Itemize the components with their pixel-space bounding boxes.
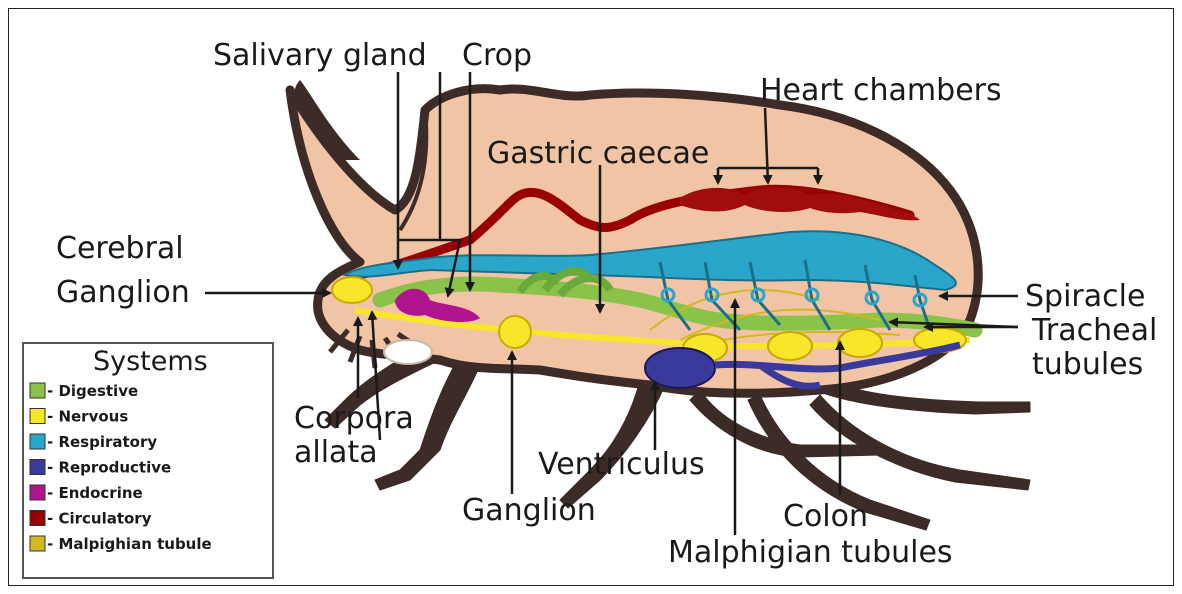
label-allata: allata: [294, 435, 378, 470]
label-cerebral: Cerebral: [56, 231, 184, 266]
legend-item-label: - Endocrine: [47, 484, 143, 502]
legend-item-label: - Digestive: [47, 382, 138, 400]
legend-title: Systems: [93, 346, 208, 377]
legend-swatch: [30, 434, 45, 449]
label-colon: Colon: [783, 499, 868, 534]
middle-leg: [560, 380, 665, 508]
legend-swatch: [30, 511, 45, 526]
label-heart-chambers: Heart chambers: [760, 73, 1002, 108]
label-corpora: Corpora: [294, 401, 414, 436]
label-malphigian-tubules: Malphigian tubules: [668, 535, 953, 570]
legend-item-label: - Respiratory: [47, 433, 157, 451]
legend-item-label: - Malpighian tubule: [47, 535, 212, 553]
label-ganglion-head: Ganglion: [56, 275, 190, 310]
legend-swatch: [30, 460, 45, 475]
label-spiracle: Spiracle: [1025, 279, 1145, 314]
cerebral-ganglion: [332, 277, 372, 303]
mandible: [384, 340, 432, 364]
label-salivary-gland: Salivary gland: [213, 38, 427, 73]
label-ganglion: Ganglion: [462, 493, 596, 528]
legend-swatch: [30, 383, 45, 398]
label-tubules: tubules: [1032, 347, 1143, 382]
legend-swatch: [30, 409, 45, 424]
legend-item-label: - Circulatory: [47, 510, 152, 528]
legend-item-label: - Reproductive: [47, 459, 171, 477]
label-tracheal: Tracheal: [1031, 313, 1157, 348]
label-ventriculus: Ventriculus: [538, 447, 705, 482]
legend-swatch: [30, 485, 45, 500]
label-crop: Crop: [462, 38, 532, 73]
legend-swatch: [30, 536, 45, 551]
label-gastric-caecae: Gastric caecae: [487, 136, 709, 171]
legend: Systems - Digestive - Nervous - Respirator…: [23, 343, 273, 578]
legend-item-label: - Nervous: [47, 408, 128, 426]
